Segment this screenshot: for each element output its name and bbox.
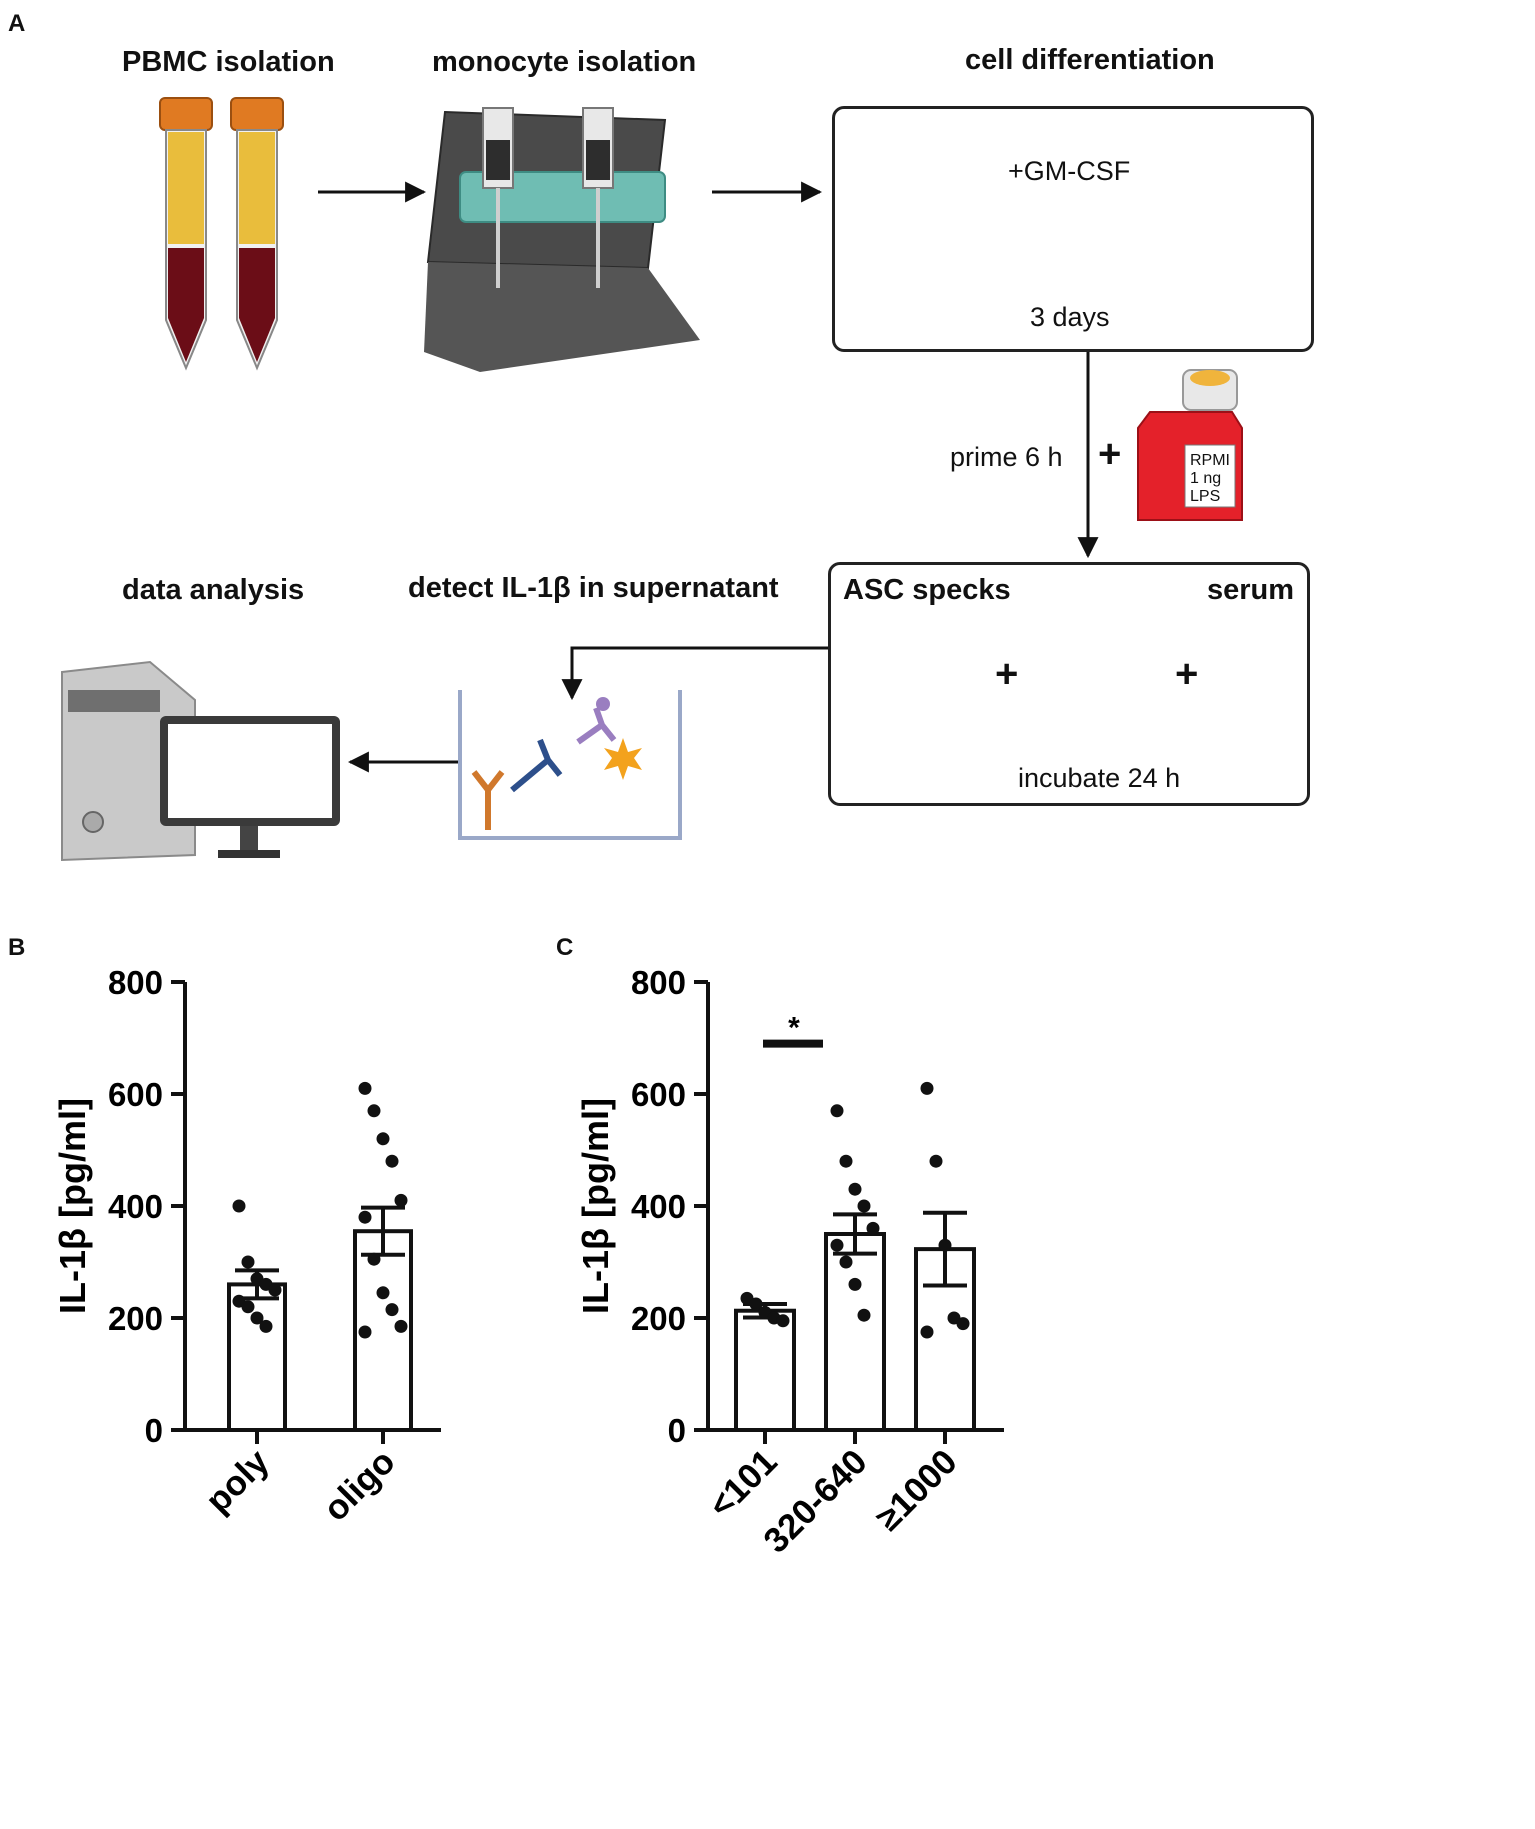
data-point	[241, 1255, 255, 1269]
data-point	[241, 1300, 255, 1314]
panel-a-letter: A	[8, 10, 26, 37]
y-tick-label: 600	[108, 1076, 163, 1113]
y-tick-label: 800	[631, 964, 686, 1001]
blood-tube-icon	[230, 97, 284, 371]
serum-title: serum	[1207, 574, 1295, 606]
differentiation-box	[832, 106, 1314, 352]
prime-label: prime 6 h	[950, 442, 1063, 472]
incubate-label: incubate 24 h	[1018, 763, 1181, 793]
data-point	[848, 1277, 862, 1291]
panel-b-letter: B	[8, 934, 26, 961]
data-point	[394, 1193, 408, 1207]
bar	[734, 1308, 796, 1432]
magnetic-separator-icon	[424, 107, 700, 372]
plus-sign: +	[1098, 432, 1122, 476]
x-tick-label: <101	[701, 1442, 784, 1525]
elisa-well-icon	[458, 690, 682, 840]
data-point	[376, 1132, 390, 1146]
flask-label-rpmi: RPMI	[1190, 452, 1230, 469]
y-tick-label: 200	[631, 1300, 686, 1337]
data-point	[929, 1154, 943, 1168]
data-point	[857, 1199, 871, 1213]
detect-il1b-title: detect IL-1β in supernatant	[408, 572, 779, 604]
monocyte-isolation-title: monocyte isolation	[432, 46, 697, 78]
data-point	[938, 1238, 952, 1252]
media-flask-icon	[1137, 369, 1243, 521]
cell-differentiation-title: cell differentiation	[965, 44, 1215, 76]
data-point	[250, 1311, 264, 1325]
data-point	[376, 1286, 390, 1300]
computer-icon	[61, 660, 340, 862]
gmcsf-label: +GM-CSF	[1008, 156, 1131, 186]
x-tick-label: poly	[198, 1442, 277, 1521]
data-point	[367, 1252, 381, 1266]
significance-star: *	[788, 1012, 800, 1045]
data-point	[839, 1154, 853, 1168]
data-point	[268, 1283, 282, 1297]
bar	[227, 1282, 287, 1432]
data-point	[830, 1104, 844, 1118]
y-tick-label: 0	[668, 1412, 686, 1449]
data-point	[232, 1199, 246, 1213]
x-tick-label: ≥1000	[868, 1442, 964, 1538]
flask-label-dose: 1 ng	[1190, 470, 1222, 487]
panel-c-letter: C	[556, 934, 574, 961]
plus-sign: +	[995, 652, 1019, 696]
x-tick-label: oligo	[316, 1442, 403, 1529]
y-tick-label: 0	[145, 1412, 163, 1449]
data-point	[956, 1317, 970, 1331]
data-point	[848, 1182, 862, 1196]
three-days-label: 3 days	[1030, 302, 1110, 332]
flask-label-lps: LPS	[1190, 488, 1221, 505]
asc-specks-title: ASC specks	[843, 574, 1011, 606]
data-point	[367, 1104, 381, 1118]
data-point	[394, 1319, 408, 1333]
data-point	[920, 1081, 934, 1095]
data-analysis-title: data analysis	[122, 574, 305, 606]
data-point	[749, 1297, 763, 1311]
data-point	[358, 1081, 372, 1095]
data-point	[358, 1325, 372, 1339]
blood-tube-icon	[159, 97, 213, 371]
data-point	[920, 1325, 934, 1339]
asc-incubation-box	[828, 562, 1310, 806]
data-point	[385, 1154, 399, 1168]
plus-sign: +	[1175, 652, 1199, 696]
data-point	[830, 1238, 844, 1252]
pbmc-isolation-title: PBMC isolation	[122, 46, 335, 78]
data-point	[259, 1319, 273, 1333]
y-tick-label: 600	[631, 1076, 686, 1113]
y-tick-label: 400	[108, 1188, 163, 1225]
y-tick-label: 800	[108, 964, 163, 1001]
data-point	[385, 1303, 399, 1317]
data-point	[866, 1221, 880, 1235]
y-axis-label: IL-1β [pg/ml]	[575, 1098, 616, 1314]
y-tick-label: 200	[108, 1300, 163, 1337]
bar	[824, 1232, 886, 1432]
data-point	[839, 1255, 853, 1269]
data-point	[857, 1308, 871, 1322]
y-axis-label: IL-1β [pg/ml]	[52, 1098, 93, 1314]
data-point	[776, 1314, 790, 1328]
y-tick-label: 400	[631, 1188, 686, 1225]
data-point	[358, 1210, 372, 1224]
